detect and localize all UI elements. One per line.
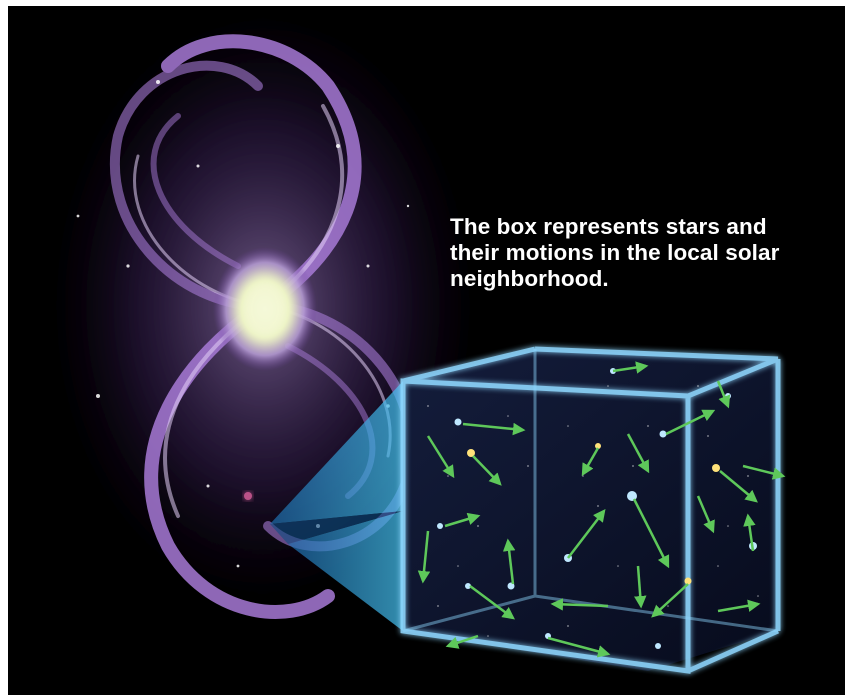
caption-line-3: neighborhood. <box>450 266 845 292</box>
caption-text: The box represents stars and their motio… <box>450 214 845 292</box>
astronomy-illustration: The box represents stars and their motio… <box>8 6 845 695</box>
caption-line-1: The box represents stars and <box>450 214 845 240</box>
star-motion-box-icon <box>403 349 783 671</box>
illustration-canvas <box>8 6 845 695</box>
caption-line-2: their motions in the local solar <box>450 240 845 266</box>
